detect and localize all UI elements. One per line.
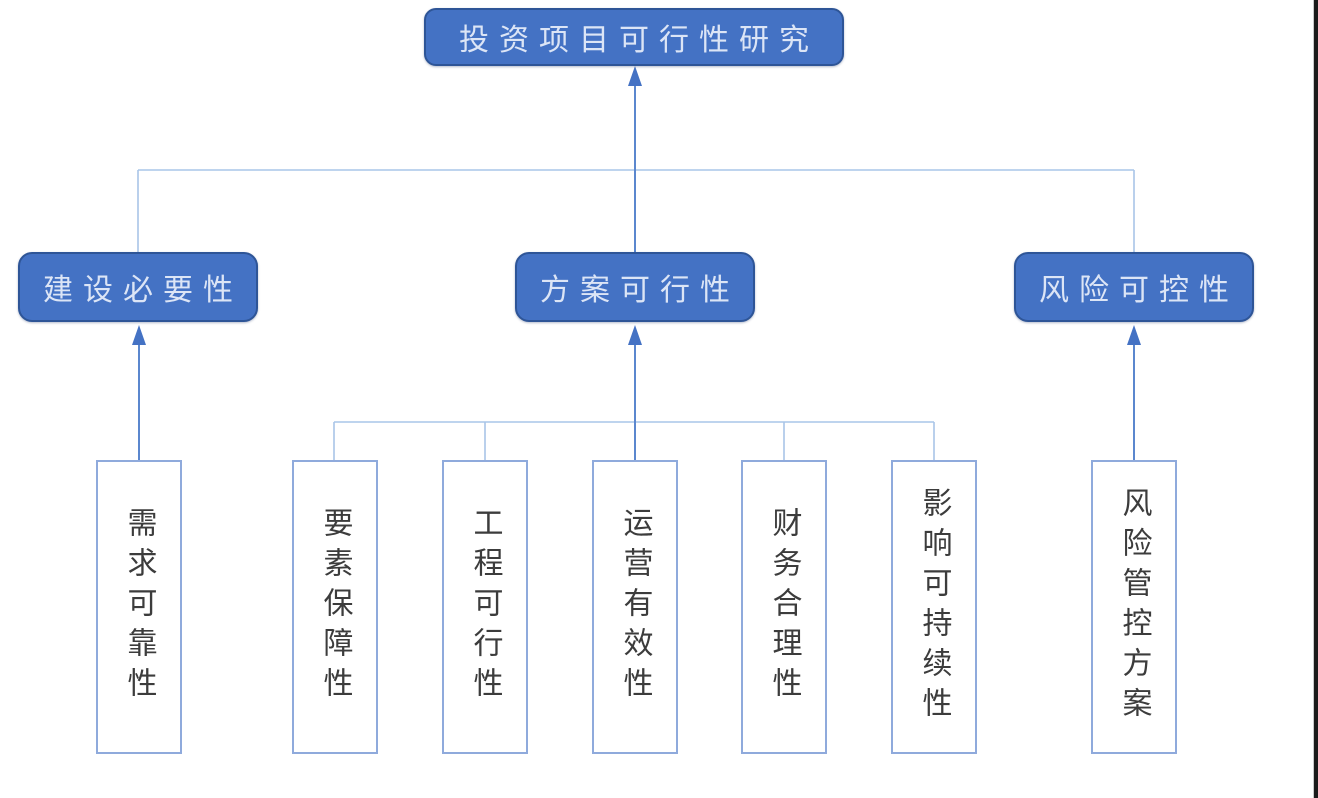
node-branch-necessity: 建设必要性	[18, 252, 258, 322]
node-branch-necessity-label: 建设必要性	[43, 274, 243, 307]
node-leaf-label: 工程可行性	[468, 507, 502, 707]
node-leaf-impact-sustainability: 影响可持续性	[891, 460, 977, 754]
node-leaf-element-guarantee: 要素保障性	[292, 460, 378, 754]
node-leaf-risk-control-plan: 风险管控方案	[1091, 460, 1177, 754]
node-leaf-label: 风险管控方案	[1117, 487, 1151, 727]
node-leaf-label: 影响可持续性	[917, 487, 951, 727]
node-leaf-label: 需求可靠性	[122, 507, 156, 707]
arrow-leaves-to-branch2	[628, 325, 642, 460]
node-branch-feasibility-label: 方案可行性	[540, 274, 740, 307]
node-leaf-operation-effectiveness: 运营有效性	[592, 460, 678, 754]
arrow-leaf1-to-branch1	[132, 325, 146, 460]
node-branch-feasibility: 方案可行性	[515, 252, 755, 322]
arrow-leaf7-to-branch3	[1127, 325, 1141, 460]
node-leaf-label: 财务合理性	[767, 507, 801, 707]
node-leaf-label: 运营有效性	[618, 507, 652, 707]
node-leaf-demand-reliability: 需求可靠性	[96, 460, 182, 754]
arrow-branches-to-root	[628, 66, 642, 252]
node-leaf-label: 要素保障性	[318, 507, 352, 707]
node-branch-risk-label: 风险可控性	[1039, 274, 1239, 307]
node-branch-risk: 风险可控性	[1014, 252, 1254, 322]
node-leaf-engineering-feasibility: 工程可行性	[442, 460, 528, 754]
node-root: 投资项目可行性研究	[424, 8, 844, 66]
node-root-label: 投资项目可行性研究	[459, 24, 819, 57]
node-leaf-financial-rationality: 财务合理性	[741, 460, 827, 754]
window-edge-artifact	[1313, 0, 1318, 798]
